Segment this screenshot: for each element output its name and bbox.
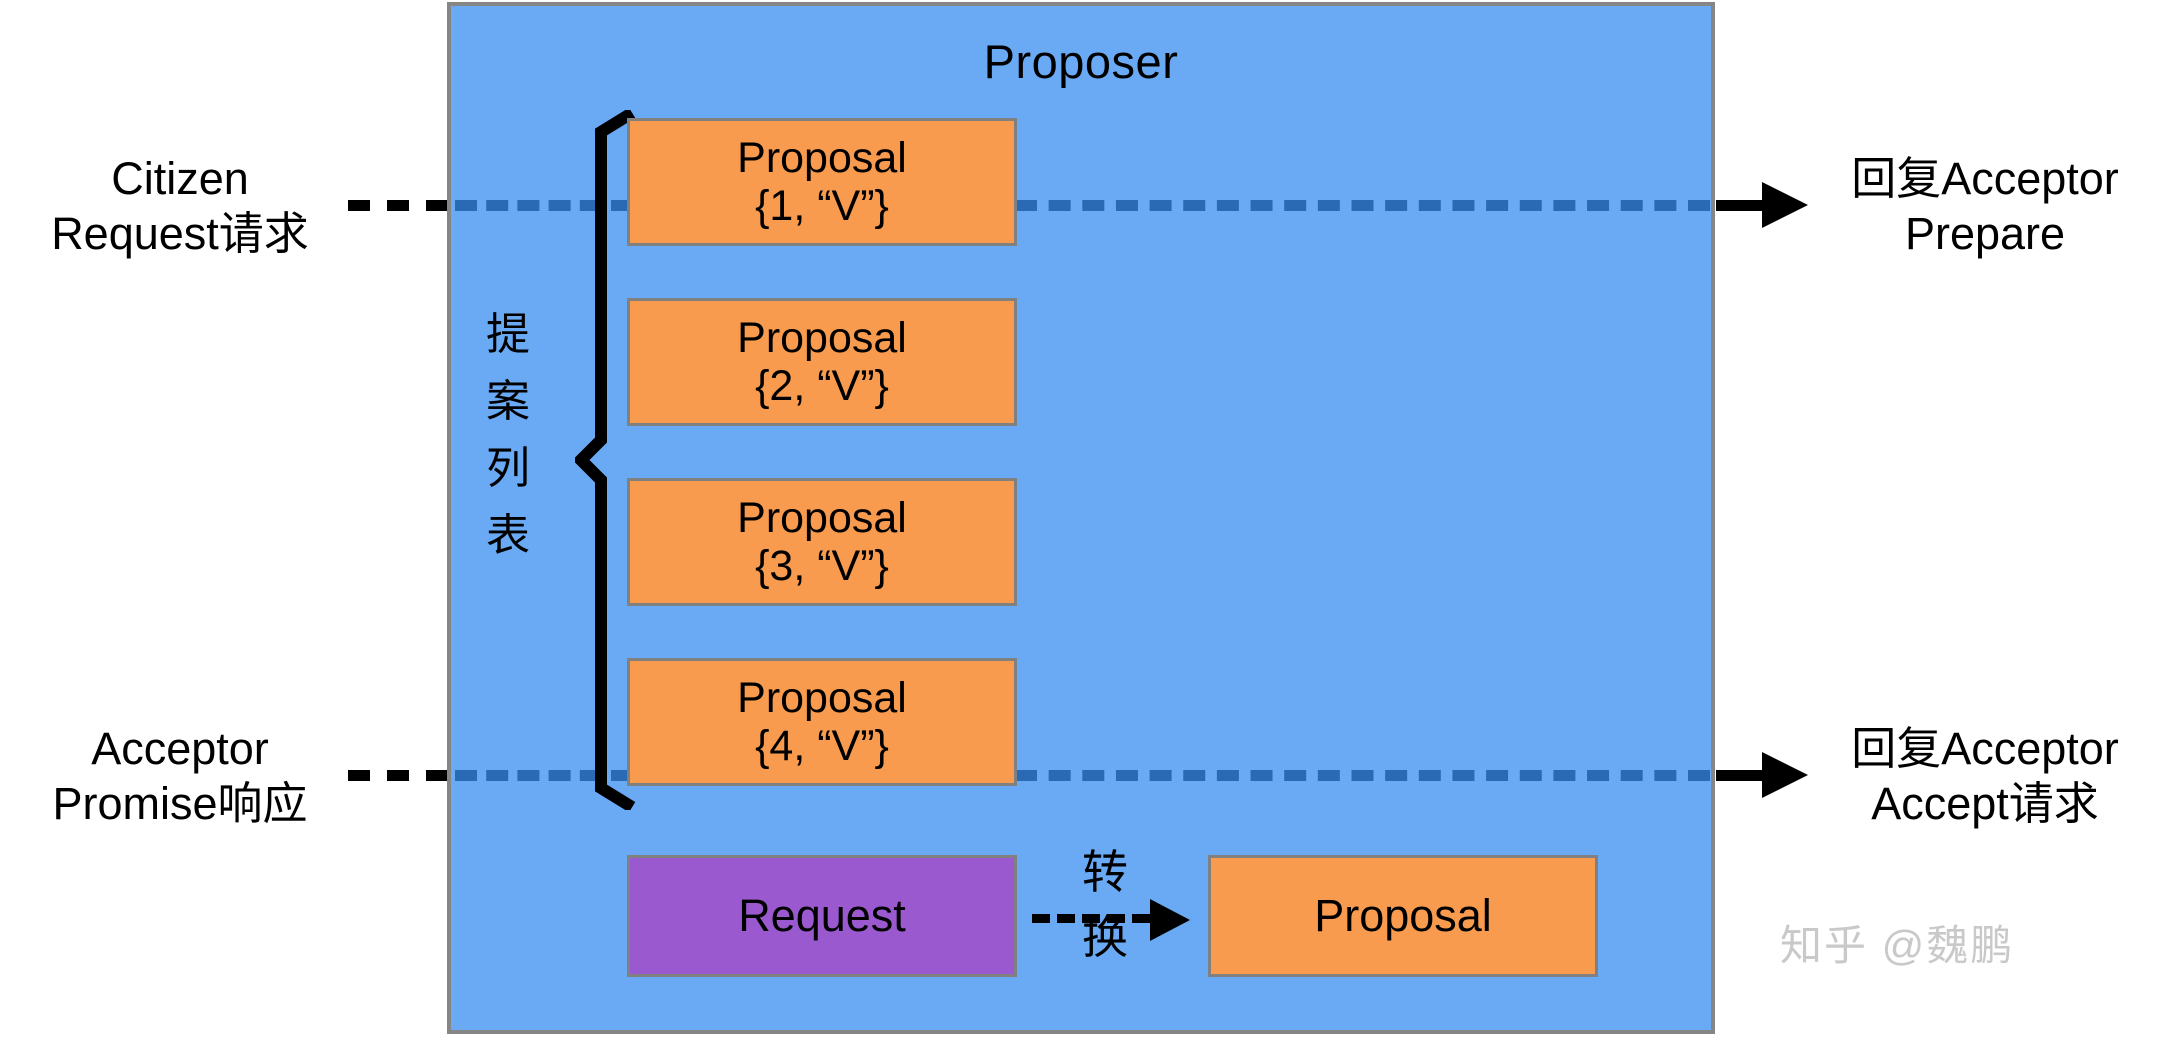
curly-brace-icon — [575, 110, 635, 810]
proposal-box-4[interactable]: Proposal {4, “V”} — [627, 658, 1017, 786]
dashed-line-in-top — [348, 200, 448, 211]
proposal-box-3[interactable]: Proposal {3, “V”} — [627, 478, 1017, 606]
arrow-right-icon-top — [1762, 182, 1808, 228]
dashed-line-top-left-segment — [455, 200, 633, 211]
convert-dashed-line — [1032, 914, 1150, 923]
proposal-list-label: 提 案 列 表 — [486, 310, 530, 560]
proposal-box-2-line1: Proposal — [737, 313, 907, 362]
proposal-box-1[interactable]: Proposal {1, “V”} — [627, 118, 1017, 246]
label-reply-acceptor-accept: 回复Acceptor Accept请求 — [1851, 723, 2119, 829]
proposal-box-1-line1: Proposal — [737, 133, 907, 182]
proposal-box-3-line2: {3, “V”} — [755, 542, 889, 590]
proposal-box-3-line1: Proposal — [737, 493, 907, 542]
label-reply-acceptor-prepare: 回复Acceptor Prepare — [1851, 153, 2119, 259]
request-box[interactable]: Request — [627, 855, 1017, 977]
dashed-line-top-right-segment — [1015, 200, 1710, 211]
proposal-output-label: Proposal — [1314, 890, 1492, 941]
proposal-box-4-line1: Proposal — [737, 673, 907, 722]
convert-arrow-group: 转 换 — [1030, 846, 1200, 988]
dashed-line-bottom-left-segment — [455, 770, 633, 781]
proposal-output-box[interactable]: Proposal — [1208, 855, 1598, 977]
dashed-line-in-bottom — [348, 770, 448, 781]
request-box-label: Request — [738, 890, 906, 941]
watermark: 知乎 @魏鹏 — [1780, 922, 2015, 969]
dashed-line-bottom-right-segment — [1015, 770, 1710, 781]
arrow-stem-top — [1716, 200, 1766, 211]
proposal-box-2[interactable]: Proposal {2, “V”} — [627, 298, 1017, 426]
label-citizen-request: Citizen Request请求 — [51, 153, 309, 259]
convert-label: 转 换 — [1082, 846, 1128, 964]
arrow-right-icon-bottom — [1762, 752, 1808, 798]
proposal-box-1-line2: {1, “V”} — [755, 182, 889, 230]
page-title: Proposer — [983, 35, 1179, 88]
label-acceptor-promise: Acceptor Promise响应 — [52, 723, 308, 829]
proposal-box-4-line2: {4, “V”} — [755, 722, 889, 770]
arrow-stem-bottom — [1716, 770, 1766, 781]
proposal-box-2-line2: {2, “V”} — [755, 362, 889, 410]
convert-arrow-icon — [1150, 899, 1190, 941]
